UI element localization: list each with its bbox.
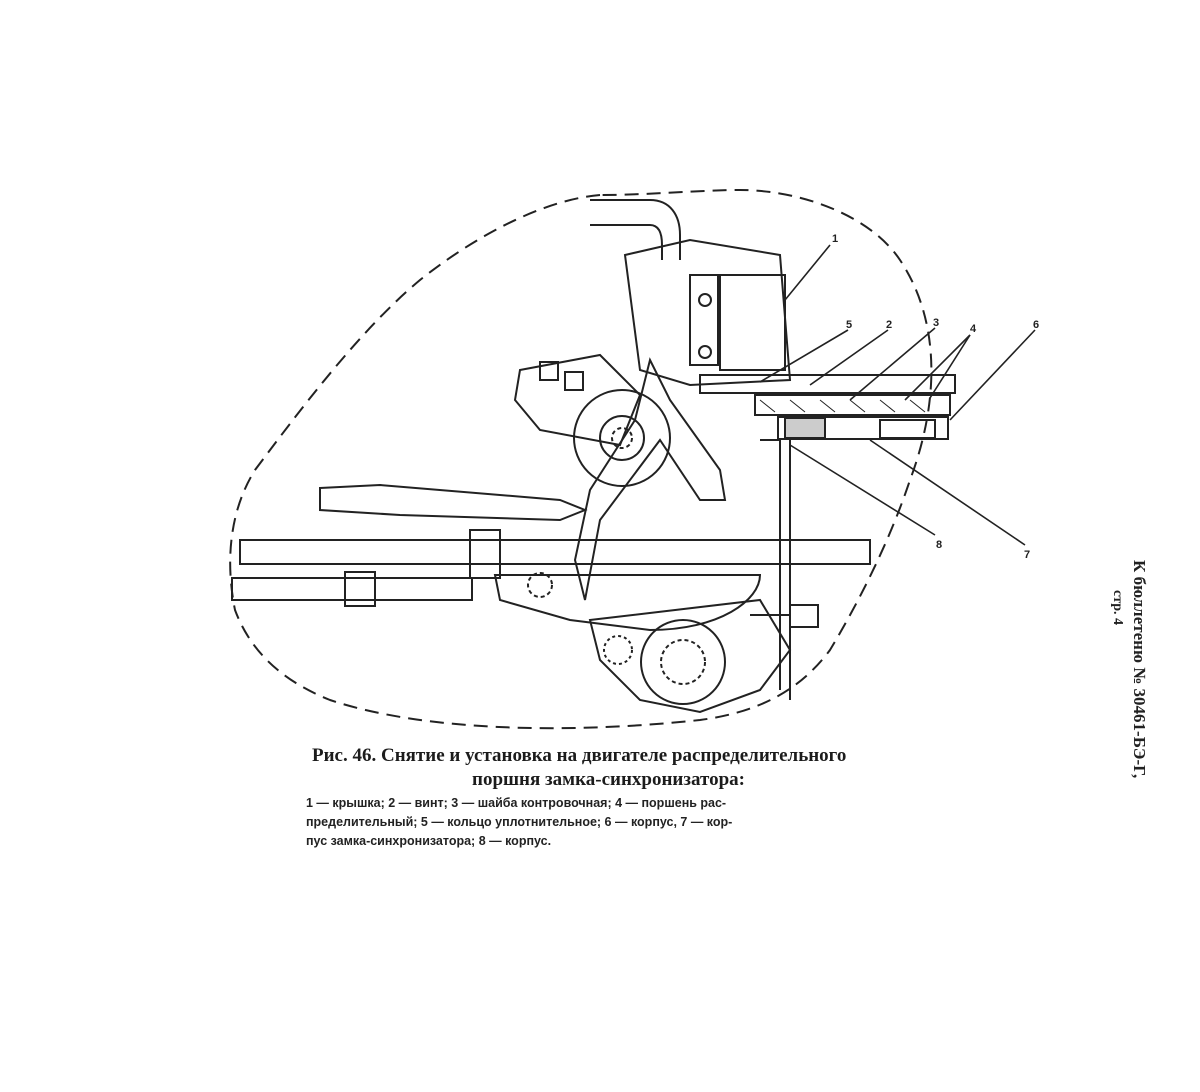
bulletin-number: К бюллетеню № 30461-БЭ-Г, xyxy=(1130,560,1149,779)
callout-3: 3 xyxy=(933,317,939,329)
lower-sector xyxy=(493,574,762,632)
bolt-lower xyxy=(698,345,712,359)
leader-6 xyxy=(949,329,1036,421)
lower-boss xyxy=(603,635,633,665)
engine-outline-dashed xyxy=(229,188,933,730)
callout-1: 1 xyxy=(832,233,838,245)
left-flange xyxy=(513,353,642,447)
piston-cap xyxy=(879,419,936,439)
legend-line-3: пус замка-синхронизатора; 8 — корпус. xyxy=(306,834,552,848)
pulley-hub xyxy=(611,427,633,449)
leader-3 xyxy=(849,327,936,401)
callout-4: 4 xyxy=(970,323,977,335)
callout-6: 6 xyxy=(1033,319,1039,331)
leader-8 xyxy=(789,444,936,536)
piston-core xyxy=(777,416,949,440)
callout-labels: 1 2 3 4 5 6 7 8 xyxy=(832,233,1039,561)
callout-2: 2 xyxy=(886,319,892,331)
bracket xyxy=(689,274,719,366)
caption-title-line-1: Рис. 46. Снятие и установка на двигателе… xyxy=(312,745,847,766)
rod-lower xyxy=(231,577,473,601)
piston-insert xyxy=(784,417,826,439)
body-vertical xyxy=(760,439,791,700)
caption-title-line-2: поршня замка-синхронизатора: xyxy=(472,769,746,790)
right-fitting xyxy=(789,604,819,628)
page-number: стр. 4 xyxy=(1110,590,1125,626)
cover-plate xyxy=(719,274,786,371)
sector-bolt xyxy=(527,572,553,598)
callout-7: 7 xyxy=(1024,549,1030,561)
leader-5 xyxy=(759,329,849,383)
figure-legend: 1 — крышка; 2 — винт; 3 — шайба контрово… xyxy=(306,794,956,851)
figure-caption-title: Рис. 46. Снятие и установка на двигателе… xyxy=(312,744,952,792)
leader-7 xyxy=(869,439,1026,546)
piston-housing xyxy=(699,374,956,394)
upper-housing xyxy=(623,238,792,387)
bulletin-reference: К бюллетеню № 30461-БЭ-Г, стр. 4 xyxy=(1106,560,1150,778)
legend-line-2: пределительный; 5 — кольцо уплотнительно… xyxy=(306,815,733,829)
bolt-upper xyxy=(698,293,712,307)
pulley-inner xyxy=(599,415,645,461)
callout-8: 8 xyxy=(936,539,942,551)
rod-collar xyxy=(469,529,501,579)
lower-bracket xyxy=(588,598,792,714)
pulley-outer xyxy=(573,389,671,487)
left-plate xyxy=(319,483,588,522)
rod-upper xyxy=(239,539,871,565)
piston-hatching xyxy=(759,399,926,413)
callout-5: 5 xyxy=(846,319,852,331)
bolt-head xyxy=(564,371,584,391)
pipe-top xyxy=(590,199,681,260)
rod-coupling xyxy=(344,571,376,607)
piston-body xyxy=(754,394,951,416)
leader-2 xyxy=(809,329,889,386)
lever-arm xyxy=(573,357,727,601)
legend-line-1: 1 — крышка; 2 — винт; 3 — шайба контрово… xyxy=(306,796,727,810)
leader-4 xyxy=(904,334,971,401)
leader-1 xyxy=(784,244,831,301)
bolt-head xyxy=(539,361,559,381)
lower-pulley-inner xyxy=(660,639,706,685)
leader-4b xyxy=(929,334,971,399)
lower-pulley-outer xyxy=(640,619,726,705)
